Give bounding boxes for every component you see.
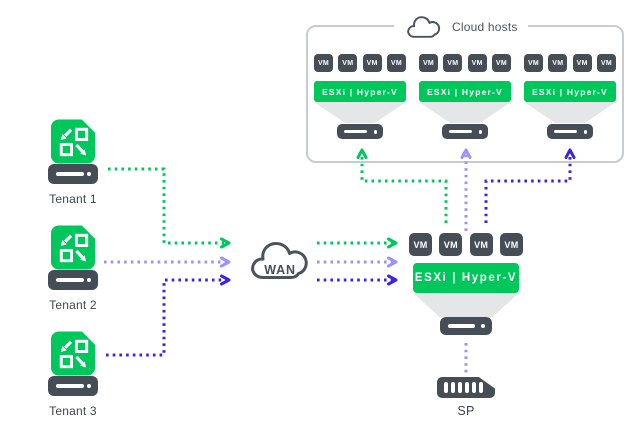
- server-led: [87, 384, 91, 388]
- tenant-3: Tenant 3: [46, 330, 100, 418]
- server-stripe: [448, 324, 475, 328]
- sp-host: VM VM VM VM ESXi | Hyper-V: [409, 233, 523, 335]
- tenant-agent-icon: [50, 331, 96, 376]
- cloud-host-1: VM VM VM VM ESXi | Hyper-V: [314, 54, 406, 139]
- server-led: [87, 278, 91, 282]
- cloud-hosts-label: Cloud hosts: [452, 20, 518, 34]
- wan-node: WAN: [246, 234, 314, 287]
- server-icon: [48, 376, 98, 396]
- vm-tile: VM: [467, 54, 487, 72]
- server-icon: [48, 270, 98, 290]
- server-stripe: [554, 130, 577, 133]
- vm-tile: VM: [443, 54, 463, 72]
- server-stripe: [449, 130, 472, 133]
- server-icon: [337, 124, 383, 139]
- funnel-shape: [524, 102, 616, 123]
- tenant-2: Tenant 2: [46, 224, 100, 312]
- server-stripe: [56, 172, 84, 176]
- vm-tile: VM: [439, 233, 463, 256]
- sp-appliance-icon: [437, 377, 495, 398]
- vm-tile: VM: [314, 54, 333, 72]
- vm-tile: VM: [362, 54, 382, 72]
- hypervisor-bar: ESXi | Hyper-V: [314, 81, 406, 102]
- tenant-1: Tenant 1: [46, 118, 100, 206]
- funnel-shape: [413, 293, 519, 317]
- vm-row: VM VM VM VM: [524, 54, 616, 72]
- server-stripe: [56, 278, 84, 282]
- hypervisor-bar: ESXi | Hyper-V: [524, 81, 616, 102]
- server-icon: [48, 164, 98, 184]
- cloud-host-3: VM VM VM VM ESXi | Hyper-V: [524, 54, 616, 139]
- vm-row: VM VM VM VM: [419, 54, 511, 72]
- line-tenant1-to-wan: [108, 167, 231, 249]
- tenant-label: Tenant 1: [49, 192, 97, 206]
- sp-appliance: SP: [436, 377, 496, 418]
- server-icon: [442, 124, 488, 139]
- wan-cloud-icon: [251, 242, 308, 279]
- wan-label: WAN: [264, 262, 296, 277]
- vm-tile: VM: [419, 54, 438, 72]
- vm-row: VM VM VM VM: [409, 233, 523, 256]
- vm-tile: VM: [499, 233, 523, 256]
- tenant-label: Tenant 3: [49, 404, 97, 418]
- tenant-agent-icon: [50, 119, 96, 164]
- server-icon: [440, 317, 492, 335]
- vm-tile: VM: [572, 54, 592, 72]
- server-led: [583, 130, 587, 134]
- tenant-agent-icon: [50, 225, 96, 270]
- vm-tile: VM: [548, 54, 568, 72]
- line-sp-host-to-cloud-host-3: [484, 148, 576, 223]
- line-tenant3-to-wan: [106, 274, 231, 357]
- hypervisor-bar: ESXi | Hyper-V: [413, 263, 519, 293]
- sp-label: SP: [457, 404, 475, 418]
- vm-tile: VM: [524, 54, 543, 72]
- server-led: [373, 130, 377, 134]
- funnel-shape: [314, 102, 406, 123]
- server-led: [481, 324, 485, 328]
- cloud-hosts-title: Cloud hosts: [394, 10, 528, 44]
- server-led: [87, 172, 91, 176]
- server-stripe: [56, 384, 84, 388]
- cloud-hosts-row: VM VM VM VM ESXi | Hyper-V VM VM VM: [308, 27, 622, 139]
- vm-tile: VM: [338, 54, 358, 72]
- cloud-host-2: VM VM VM VM ESXi | Hyper-V: [419, 54, 511, 139]
- server-icon: [547, 124, 593, 139]
- server-led: [478, 130, 482, 134]
- server-stripe: [344, 130, 367, 133]
- hypervisor-bar: ESXi | Hyper-V: [419, 81, 511, 102]
- cloud-hosts-box: Cloud hosts VM VM VM VM ESXi | Hyper-V: [306, 10, 624, 163]
- line-sp-host-to-cloud-host-1: [356, 148, 448, 223]
- funnel-shape: [419, 102, 511, 123]
- vm-tile: VM: [596, 54, 616, 72]
- cloud-icon: [407, 16, 441, 38]
- vm-tile: VM: [409, 233, 432, 256]
- vm-tile: VM: [386, 54, 406, 72]
- vm-row: VM VM VM VM: [314, 54, 406, 72]
- vm-tile: VM: [469, 233, 493, 256]
- vm-tile: VM: [491, 54, 511, 72]
- tenant-label: Tenant 2: [49, 298, 97, 312]
